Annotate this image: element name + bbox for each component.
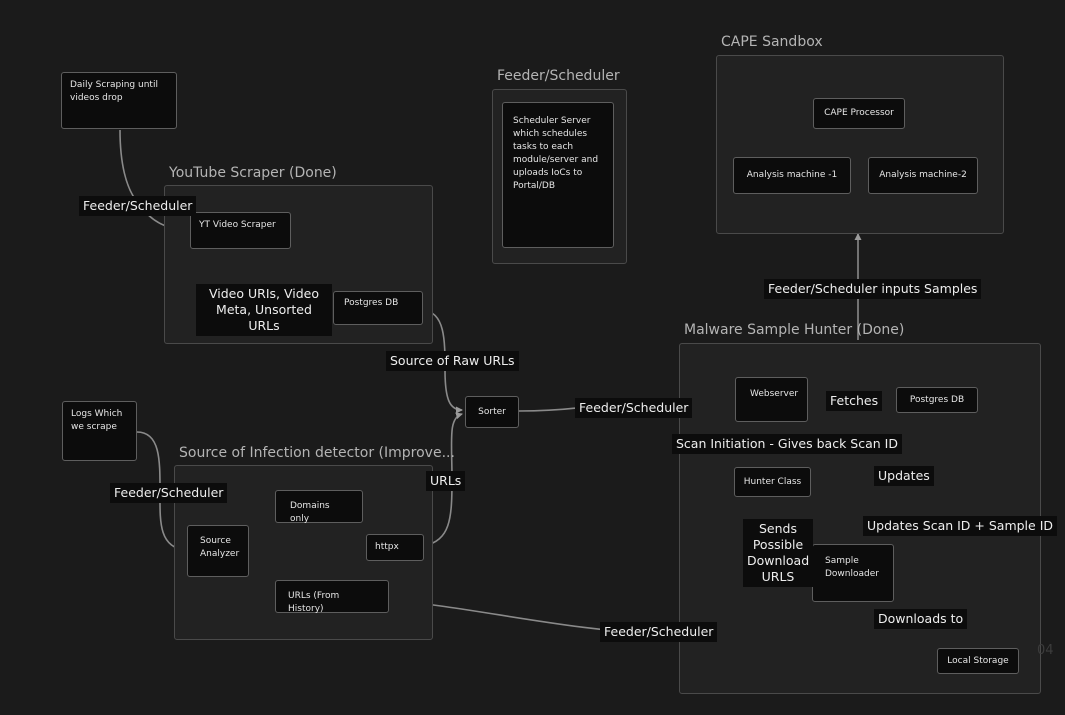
label-feeder-sorter: Feeder/Scheduler [575, 398, 693, 418]
node-hunter-class[interactable]: Hunter Class [734, 467, 811, 497]
node-domains-only[interactable]: Domains only [275, 490, 363, 524]
frame-title-feeder-scheduler: Feeder/Scheduler [497, 68, 620, 84]
node-postgres-db-yt[interactable]: Postgres DB [333, 291, 423, 325]
node-webserver[interactable]: Webserver [735, 377, 808, 422]
node-scheduler-server[interactable]: Scheduler Server which schedules tasks t… [502, 102, 614, 248]
node-source-analyzer[interactable]: Source Analyzer [187, 525, 249, 577]
node-cape-processor[interactable]: CAPE Processor [813, 98, 905, 129]
node-logs[interactable]: Logs Which we scrape [62, 401, 137, 461]
node-urls-history[interactable]: URLs (From History) [275, 580, 389, 614]
label-scan-initiation: Scan Initiation - Gives back Scan ID [672, 434, 902, 454]
page-number: 04 [1037, 643, 1054, 658]
label-updates-scan: Updates Scan ID + Sample ID [863, 516, 1058, 536]
label-urls: URLs [426, 471, 466, 491]
node-sorter[interactable]: Sorter [465, 396, 519, 428]
label-feeder-logs: Feeder/Scheduler [110, 483, 228, 503]
node-local-storage[interactable]: Local Storage [937, 648, 1019, 674]
node-yt-video-scraper[interactable]: YT Video Scraper [190, 212, 291, 249]
label-video-urls: Video URIs, Video Meta, Unsorted URLs [196, 284, 332, 336]
label-downloads-to: Downloads to [874, 609, 968, 629]
frame-title-malware-hunter: Malware Sample Hunter (Done) [684, 322, 905, 338]
frame-title-youtube-scraper: YouTube Scraper (Done) [169, 165, 337, 181]
frame-cape-sandbox [716, 55, 1004, 234]
label-updates: Updates [874, 466, 934, 486]
label-fetches: Fetches [826, 391, 883, 411]
node-daily-scraping[interactable]: Daily Scraping until videos drop [61, 72, 177, 129]
frame-title-cape-sandbox: CAPE Sandbox [721, 34, 823, 50]
label-feeder-cape: Feeder/Scheduler inputs Samples [764, 279, 982, 299]
node-httpx[interactable]: httpx [366, 534, 424, 561]
frame-title-source-infection: Source of Infection detector (Improve... [179, 445, 455, 461]
node-analysis-machine-1[interactable]: Analysis machine -1 [733, 157, 851, 194]
node-sample-downloader[interactable]: Sample Downloader [812, 544, 894, 602]
node-postgres-db-hunter[interactable]: Postgres DB [896, 387, 978, 413]
node-analysis-machine-2[interactable]: Analysis machine-2 [868, 157, 978, 194]
label-feeder-yt: Feeder/Scheduler [79, 196, 197, 216]
label-raw-urls: Source of Raw URLs [386, 351, 519, 371]
label-sends: Sends Possible Download URLS [743, 519, 813, 587]
label-feeder-bottom: Feeder/Scheduler [600, 622, 718, 642]
